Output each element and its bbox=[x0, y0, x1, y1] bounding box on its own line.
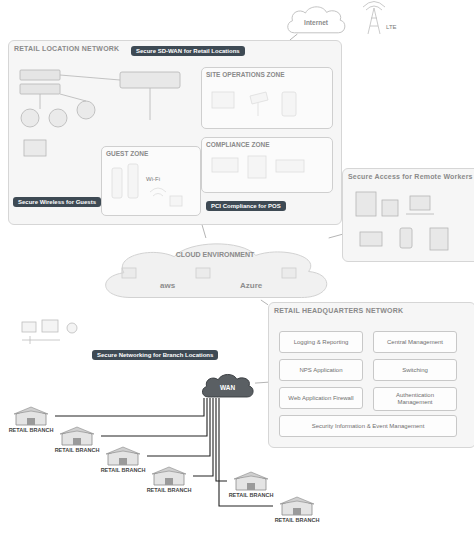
branch-label: RETAIL BRANCH bbox=[53, 447, 101, 453]
branch-building: RETAIL BRANCH bbox=[7, 405, 55, 435]
tag-text: PCI Compliance for POS bbox=[211, 203, 281, 209]
network-link bbox=[329, 234, 342, 238]
branch-building: RETAIL BRANCH bbox=[273, 495, 321, 525]
building-roof bbox=[14, 407, 48, 414]
branch-label: RETAIL BRANCH bbox=[7, 427, 55, 433]
cloud-outline bbox=[288, 7, 345, 33]
building-icon bbox=[53, 425, 101, 447]
cloud-shape bbox=[95, 238, 335, 300]
service-box: Security Information & Event Management bbox=[279, 415, 457, 437]
node-title: Secure Access for Remote Workers bbox=[343, 169, 474, 184]
network-panel: RETAIL LOCATION NETWORKSITE OPERATIONS Z… bbox=[8, 40, 342, 225]
cloud-outline bbox=[202, 374, 253, 396]
node-title: Web Application Firewall bbox=[284, 393, 357, 404]
building-door bbox=[27, 418, 35, 425]
building-roof bbox=[106, 447, 140, 454]
network-link bbox=[147, 398, 210, 456]
node-title: Logging & Reporting bbox=[290, 337, 353, 348]
device-icon bbox=[22, 322, 36, 332]
network-link bbox=[55, 398, 204, 416]
building-door bbox=[293, 508, 301, 515]
node-title: Authentication Management bbox=[374, 390, 456, 408]
internet-cloud: Internet bbox=[285, 4, 347, 34]
cell-tower bbox=[368, 8, 380, 34]
node-title: RETAIL HEADQUARTERS NETWORK bbox=[269, 303, 474, 318]
node-title: CLOUD ENVIRONMENT bbox=[176, 251, 255, 258]
branch-building: RETAIL BRANCH bbox=[227, 470, 275, 500]
branch-label: RETAIL BRANCH bbox=[145, 487, 193, 493]
network-link bbox=[101, 398, 207, 436]
building-roof bbox=[60, 427, 94, 434]
building-icon bbox=[273, 495, 321, 517]
service-box: Central Management bbox=[373, 331, 457, 353]
node-title: Internet bbox=[304, 19, 328, 26]
cloud-provider-label: Azure bbox=[240, 281, 262, 290]
building-icon bbox=[99, 445, 147, 467]
network-link bbox=[202, 225, 206, 238]
zone-box: SITE OPERATIONS ZONE bbox=[201, 67, 333, 129]
building-door bbox=[119, 458, 127, 465]
service-box: Logging & Reporting bbox=[279, 331, 363, 353]
wire bbox=[22, 336, 60, 344]
network-link bbox=[261, 300, 268, 305]
node-title: WAN bbox=[220, 384, 235, 391]
branch-label: RETAIL BRANCH bbox=[227, 492, 275, 498]
node-title: Switching bbox=[398, 365, 432, 376]
wifi-label: Wi-Fi bbox=[146, 176, 160, 182]
network-link bbox=[216, 398, 227, 481]
branch-label: RETAIL BRANCH bbox=[99, 467, 147, 473]
feature-tag: Secure SD-WAN for Retail Locations bbox=[131, 46, 245, 56]
device-icon bbox=[42, 320, 58, 332]
branch-label: RETAIL BRANCH bbox=[273, 517, 321, 523]
remote-panel: Secure Access for Remote Workers bbox=[342, 168, 474, 262]
node-title: Central Management bbox=[383, 337, 447, 348]
zone-box: COMPLIANCE ZONE bbox=[201, 137, 333, 193]
feature-tag: Secure Wireless for Guests bbox=[13, 197, 101, 207]
cloud-provider-label: aws bbox=[160, 281, 175, 290]
tag-text: Secure SD-WAN for Retail Locations bbox=[136, 48, 240, 54]
branch-building: RETAIL BRANCH bbox=[53, 425, 101, 455]
node-title: SITE OPERATIONS ZONE bbox=[202, 68, 332, 81]
service-box: NPS Application bbox=[279, 359, 363, 381]
node-title: COMPLIANCE ZONE bbox=[202, 138, 332, 151]
building-roof bbox=[280, 497, 314, 504]
building-door bbox=[247, 483, 255, 490]
network-link bbox=[255, 382, 268, 384]
cloud-environment: CLOUD ENVIRONMENT bbox=[95, 238, 335, 300]
link-label: LTE bbox=[386, 24, 397, 30]
branch-building: RETAIL BRANCH bbox=[145, 465, 193, 495]
building-icon bbox=[145, 465, 193, 487]
building-door bbox=[73, 438, 81, 445]
node-title: Security Information & Event Management bbox=[308, 421, 429, 432]
service-box: Switching bbox=[373, 359, 457, 381]
tag-text: Secure Networking for Branch Locations bbox=[97, 352, 213, 358]
network-panel: RETAIL HEADQUARTERS NETWORK Logging & Rep… bbox=[268, 302, 474, 448]
network-link bbox=[193, 398, 213, 476]
service-box: Authentication Management bbox=[373, 387, 457, 411]
building-icon bbox=[7, 405, 55, 427]
node-title: GUEST ZONE bbox=[102, 147, 200, 160]
building-door bbox=[165, 478, 173, 485]
branch-building: RETAIL BRANCH bbox=[99, 445, 147, 475]
service-box: Web Application Firewall bbox=[279, 387, 363, 409]
network-link bbox=[219, 398, 273, 506]
device-icon bbox=[67, 323, 77, 333]
tag-text: Secure Wireless for Guests bbox=[18, 199, 96, 205]
wan-cloud: WAN bbox=[200, 372, 255, 398]
building-roof bbox=[152, 467, 186, 474]
building-roof bbox=[234, 472, 268, 479]
node-title: NPS Application bbox=[295, 365, 346, 376]
building-icon bbox=[227, 470, 275, 492]
feature-tag: PCI Compliance for POS bbox=[206, 201, 286, 211]
signal-arcs bbox=[363, 2, 385, 11]
cloud-outline bbox=[106, 244, 327, 298]
feature-tag: Secure Networking for Branch Locations bbox=[92, 350, 218, 360]
